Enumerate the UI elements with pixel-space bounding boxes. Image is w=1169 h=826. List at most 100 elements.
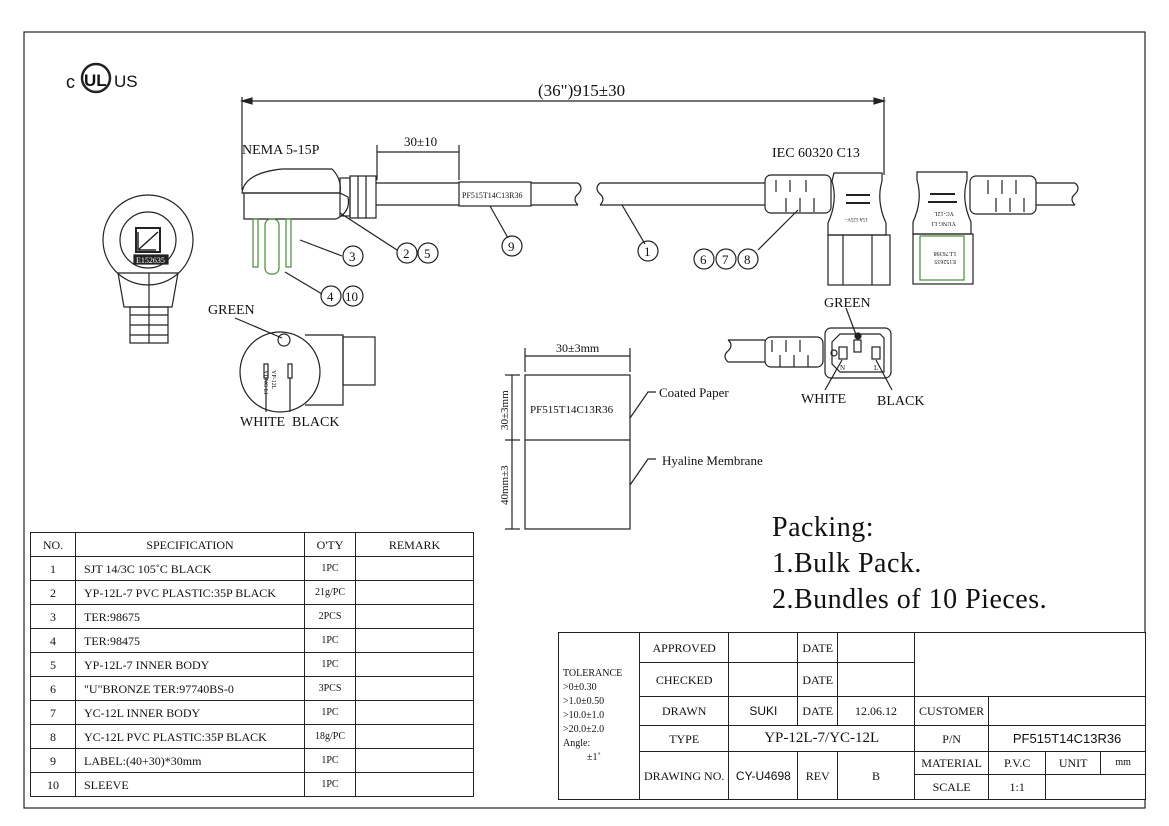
row-quantity: 1PC — [304, 748, 356, 773]
rev-value: B — [837, 751, 916, 800]
row-quantity: 18g/PC — [304, 724, 356, 749]
row-specification: SJT 14/3C 105˚C BLACK — [75, 556, 305, 581]
row-remark — [355, 676, 474, 701]
date-label: DATE — [797, 632, 839, 663]
table-header-row: NO. SPECIFICATION O'TY REMARK — [30, 532, 474, 557]
nema-plug-face-view: GREEN YUNG LI YP-12L WHITE BLACK — [208, 303, 376, 430]
approved-label: APPROVED — [638, 632, 730, 663]
scale-label: SCALE — [914, 774, 990, 800]
header-remark: REMARK — [355, 532, 474, 557]
svg-text:BLACK: BLACK — [292, 415, 339, 430]
svg-text:PF515T14C13R36: PF515T14C13R36 — [462, 191, 522, 200]
svg-text:NEMA 5-15P: NEMA 5-15P — [242, 143, 320, 158]
svg-text:15A 125V~: 15A 125V~ — [844, 216, 868, 221]
svg-text:5: 5 — [424, 246, 431, 261]
row-number: 10 — [30, 772, 76, 797]
date-label: DATE — [797, 696, 839, 726]
row-remark — [355, 652, 474, 677]
row-remark — [355, 748, 474, 773]
row-quantity: 21g/PC — [304, 580, 356, 605]
row-number: 8 — [30, 724, 76, 749]
svg-text:c: c — [66, 72, 75, 92]
header-specification: SPECIFICATION — [75, 532, 305, 557]
approved-date — [837, 632, 916, 663]
row-number: 4 — [30, 628, 76, 653]
row-quantity: 1PC — [304, 772, 356, 797]
row-specification: SLEEVE — [75, 772, 305, 797]
header-no: NO. — [30, 532, 76, 557]
row-remark — [355, 628, 474, 653]
svg-text:Hyaline Membrane: Hyaline Membrane — [662, 453, 763, 468]
date-label: DATE — [797, 662, 839, 697]
tolerance-line: >1.0±0.50 — [563, 696, 605, 707]
svg-text:YUNG LI: YUNG LI — [932, 220, 957, 226]
projection-symbol-cell — [1045, 774, 1146, 800]
row-number: 3 — [30, 604, 76, 629]
tolerance-notes: TOLERANCE >0±0.30 >1.0±0.50 >10.0±1.0 >2… — [558, 632, 640, 800]
row-number: 2 — [30, 580, 76, 605]
row-number: 9 — [30, 748, 76, 773]
c13-connector-face-view: GREEN N L WHITE BLACK — [724, 296, 924, 409]
svg-text:GREEN: GREEN — [208, 303, 255, 318]
packing-title: Packing: — [772, 512, 874, 543]
row-specification: YC-12L PVC PLASTIC:35P BLACK — [75, 724, 305, 749]
svg-text:E152635: E152635 — [136, 256, 165, 265]
svg-text:40mm±3: 40mm±3 — [499, 465, 511, 505]
type-value: YP-12L-7/YC-12L — [728, 725, 916, 752]
svg-text:30±3mm: 30±3mm — [499, 390, 511, 430]
svg-text:9: 9 — [508, 239, 515, 254]
c13-connector-side-view: IEC 60320 C13 15A 125V~ — [764, 146, 891, 286]
row-remark — [355, 580, 474, 605]
tolerance-line: ±1˚ — [587, 752, 601, 763]
pn-value: PF515T14C13R36 — [988, 725, 1146, 752]
sheet-border — [23, 31, 1146, 809]
packing-notes: Packing: 1.Bulk Pack. 2.Bundles of 10 Pi… — [772, 510, 1047, 618]
row-quantity: 3PCS — [304, 676, 356, 701]
svg-text:3: 3 — [349, 249, 356, 264]
drawn-label: DRAWN — [638, 696, 730, 726]
svg-text:Coated Paper: Coated Paper — [659, 385, 729, 400]
tolerance-line: >0±0.30 — [563, 682, 597, 693]
cable: PF515T14C13R36 — [376, 181, 765, 207]
checked-date — [837, 662, 916, 697]
row-number: 5 — [30, 652, 76, 677]
logo-area — [914, 632, 1146, 697]
svg-text:N: N — [840, 364, 845, 372]
c13-connector-top-view: YC-12L YUNG LI LL76398 E152635 — [912, 171, 1079, 285]
label-detail: 30±3mm PF515T14C13R36 30±3mm 40mm±3 Coat… — [499, 341, 763, 530]
row-remark — [355, 604, 474, 629]
unit-label: UNIT — [1045, 751, 1102, 775]
svg-text:UL: UL — [84, 71, 107, 90]
row-number: 6 — [30, 676, 76, 701]
ul-certification-mark: c UL US — [66, 62, 138, 94]
row-quantity: 2PCS — [304, 604, 356, 629]
svg-text:YUNG LI: YUNG LI — [262, 370, 268, 395]
tolerance-line: >10.0±1.0 — [563, 710, 605, 721]
pn-label: P/N — [914, 725, 990, 752]
row-quantity: 1PC — [304, 628, 356, 653]
approved-value — [728, 632, 799, 663]
nema-plug-top-view: E152635 — [102, 194, 194, 344]
packing-item: 2.Bundles of 10 Pieces. — [772, 584, 1048, 615]
svg-text:8: 8 — [744, 252, 751, 267]
row-specification: YP-12L-7 INNER BODY — [75, 652, 305, 677]
svg-text:30±10: 30±10 — [404, 134, 437, 149]
svg-text:PF515T14C13R36: PF515T14C13R36 — [530, 404, 614, 416]
row-remark — [355, 700, 474, 725]
svg-text:1: 1 — [644, 244, 651, 259]
svg-text:2: 2 — [403, 246, 410, 261]
unit-value: mm — [1100, 751, 1146, 775]
drawn-date: 12.06.12 — [837, 696, 916, 726]
svg-text:LL76398: LL76398 — [934, 250, 956, 256]
svg-text:10: 10 — [345, 289, 358, 304]
row-quantity: 1PC — [304, 556, 356, 581]
